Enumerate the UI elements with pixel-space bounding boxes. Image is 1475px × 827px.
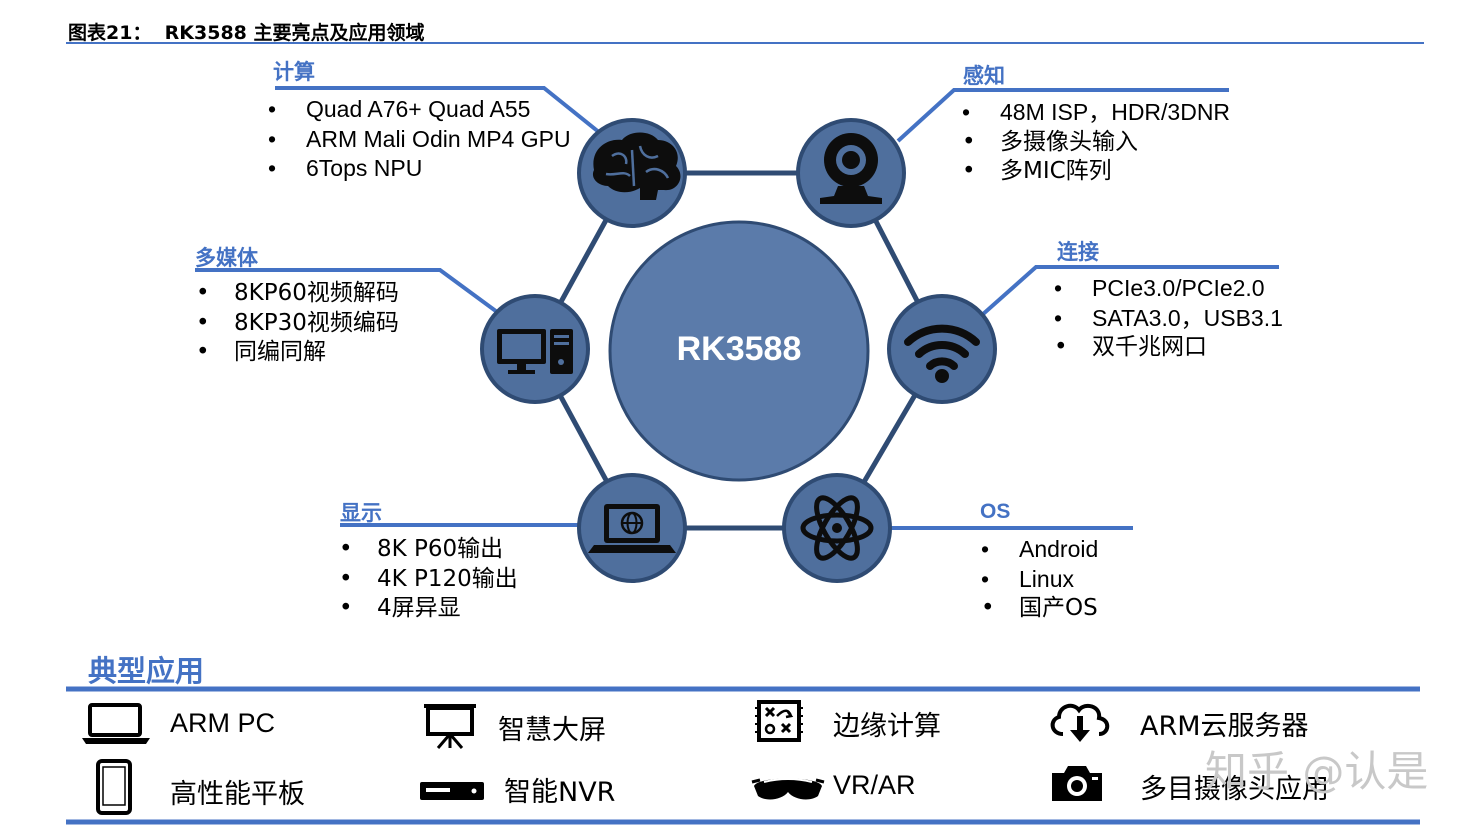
perception-title: 感知 [963,64,1005,88]
multimedia-list: •8KP60视频解码 •8KP30视频编码 •同编同解 [196,279,399,368]
compute-leader-line [275,86,602,135]
os-title: OS [980,500,1011,523]
list-item: •8KP60视频解码 [196,280,399,306]
strategy-board-icon [755,700,803,742]
brain-icon [592,132,681,200]
tablet-icon [96,759,132,815]
presentation-board-icon [424,704,476,749]
list-item: •Quad A76+ Quad A55 [268,96,531,122]
multimedia-leader-line [195,268,510,322]
watermark: 知乎 @认是 [1205,747,1429,796]
compute-list: •Quad A76+ Quad A55 •ARM Mali Odin MP4 G… [268,95,571,184]
connectivity-leader-line [980,265,1279,317]
list-item: •国产OS [981,595,1098,621]
perception-leader-line [896,88,1229,143]
nvr-device-icon [420,782,484,800]
list-item: •多MIC阵列 [962,158,1112,184]
list-item: •Android [981,536,1099,562]
center-label: RK3588 [676,330,802,368]
application-item: VR/AR [750,770,970,820]
display-list: •8K P60输出 •4K P120输出 •4屏异显 [339,535,518,624]
list-item: •4K P120输出 [339,565,518,592]
vr-headset-icon [751,778,825,800]
application-item: ARM PC [80,700,380,750]
application-item: 高性能平板 [95,758,355,815]
camera-icon [1052,766,1102,801]
list-item: •48M ISP，HDR/3DNR [962,99,1231,125]
atom-icon [800,495,874,561]
os-list: •Android •Linux •国产OS [981,535,1098,624]
display-title: 显示 [340,501,382,525]
list-item: •Linux [981,565,1074,592]
figure-title: 图表21： RK3588 主要亮点及应用领域 [68,22,425,44]
list-item: •ARM Mali Odin MP4 GPU [268,125,571,152]
rk3588-center-circle [608,220,870,482]
connectivity-title: 连接 [1057,240,1099,264]
list-item: •SATA3.0，USB3.1 [1054,304,1283,331]
list-item: •6Tops NPU [268,155,423,181]
list-item: •8K P60输出 [339,536,504,562]
application-item: 边缘计算 [755,698,1015,748]
wifi-icon [904,324,980,383]
list-item: •PCIe3.0/PCIe2.0 [1054,275,1265,301]
desktop-computer-icon [497,329,573,374]
webcam-icon [820,133,882,204]
connectivity-list: •PCIe3.0/PCIe2.0 •SATA3.0，USB3.1 •双千兆网口 [1054,274,1283,363]
list-item: •8KP30视频编码 [196,309,399,336]
laptop-globe-icon [588,504,676,553]
application-item: ARM云服务器 [1045,698,1345,748]
application-item: 智能NVR [418,768,678,818]
compute-title: 计算 [273,60,315,84]
list-item: •4屏异显 [339,595,461,621]
application-item: 智慧大屏 [420,700,680,750]
perception-list: •48M ISP，HDR/3DNR •多摄像头输入 •多MIC阵列 [962,98,1230,187]
list-item: •双千兆网口 [1054,334,1207,360]
cloud-download-icon [1050,703,1110,742]
laptop-icon [82,703,150,744]
applications-title: 典型应用 [88,654,205,688]
multimedia-title: 多媒体 [195,246,258,270]
callout-lines [195,86,1279,530]
list-item: •多摄像头输入 [962,128,1138,155]
list-item: •同编同解 [196,339,326,365]
application-item: 多目摄像头应用 [1048,763,1348,813]
